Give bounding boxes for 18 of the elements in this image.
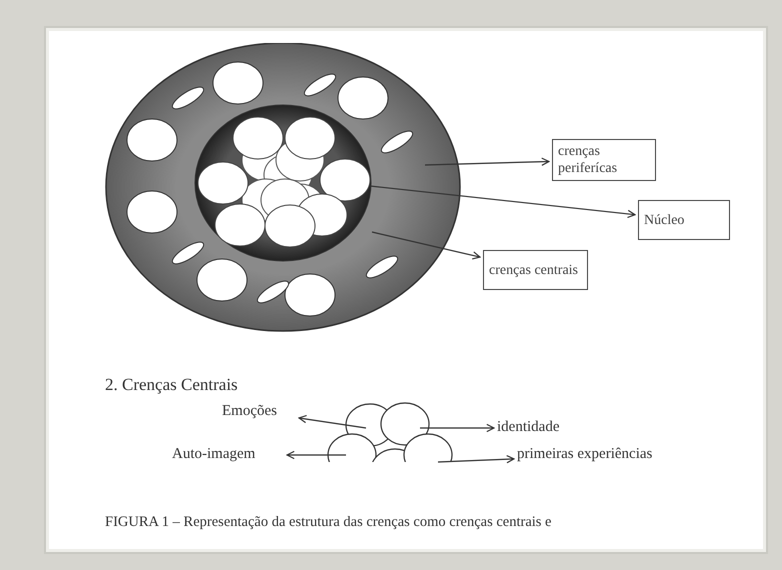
section-heading: 2. Crenças Centrais: [105, 376, 238, 393]
label-box: crenças centrais: [483, 250, 588, 290]
belief-label: primeiras experiências: [517, 446, 707, 464]
label-box: Núcleo: [638, 200, 730, 240]
leader-arrow: [286, 450, 346, 460]
belief-label: Auto-imagem: [172, 446, 284, 464]
figure-caption: FIGURA 1 – Representação da estrutura das crenças como crenças centrais e: [105, 514, 552, 531]
leader-arrow: [298, 414, 366, 429]
label-box: crenças periferícas: [552, 139, 656, 181]
leader-arrow: [438, 455, 515, 464]
belief-label: Emoções: [222, 403, 296, 421]
leader-arrow: [372, 231, 481, 260]
leader-arrow: [424, 158, 550, 166]
circle-cluster-drawing: [327, 402, 453, 462]
belief-label: identidade: [497, 419, 587, 437]
leader-arrow: [420, 424, 495, 432]
core-circle: [194, 104, 372, 262]
leader-arrow: [370, 185, 636, 218]
